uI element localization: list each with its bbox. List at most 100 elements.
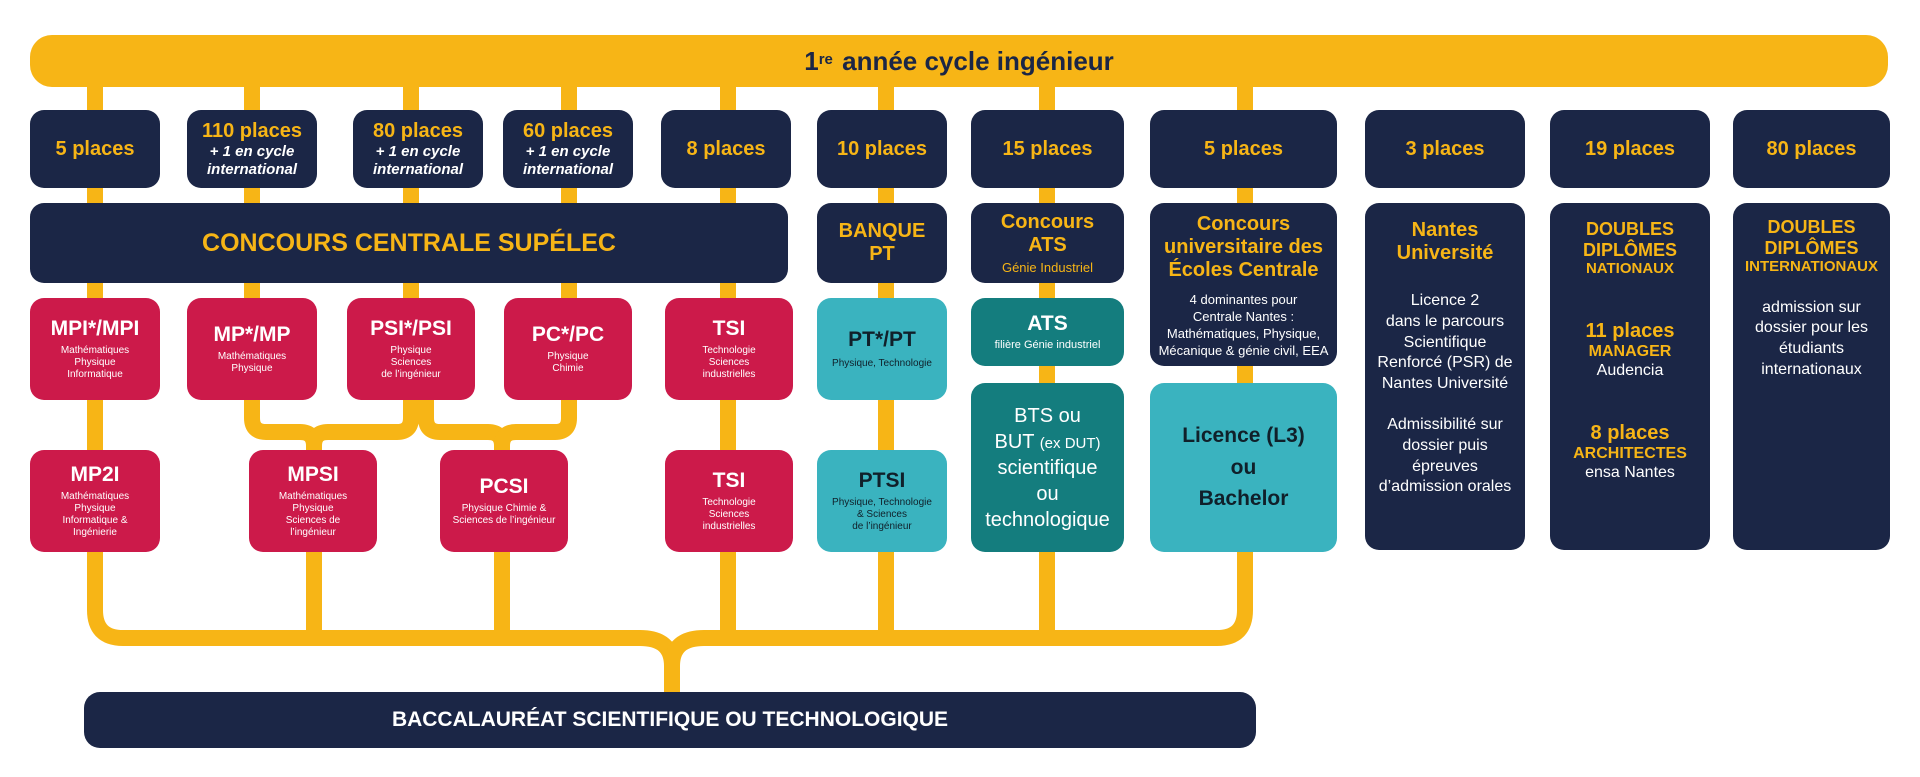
nantes-line2: dossier puis (1402, 436, 1488, 454)
title-sup: re (818, 50, 833, 68)
cpge-name: PT*/PT (848, 327, 916, 351)
places-sub: international (522, 160, 613, 178)
ats-name: ATS (1027, 311, 1068, 335)
nantes-line2: d’admission orales (1378, 478, 1512, 496)
places-box-nantes: 3 places (1365, 110, 1525, 188)
ats-detail: filière Génie industriel (994, 338, 1101, 351)
ats-line2: ATS (1028, 233, 1067, 256)
cpge-pt: PT*/PT Physique, Technologie (817, 298, 947, 400)
places-box-pc: 60 places + 1 en cycle international (503, 110, 633, 188)
di-title2: DIPLÔMES (1764, 237, 1859, 258)
univ-desc1: 4 dominantes pour (1189, 292, 1298, 307)
places-sub: + 1 en cycle (375, 142, 461, 160)
dn-school2: ensa Nantes (1585, 464, 1675, 482)
places-value: 60 places (522, 119, 614, 142)
places-box-doubles-nat: 19 places (1550, 110, 1710, 188)
cpge-name: MP2I (70, 463, 120, 487)
dn-places1: 11 places (1585, 319, 1675, 342)
nantes-line: Licence 2 (1410, 292, 1480, 309)
places-box-univ: 5 places (1150, 110, 1337, 188)
cpge-name: MPI*/MPI (50, 317, 140, 341)
banque-line2: PT (869, 243, 895, 265)
title-prefix: 1 (804, 45, 819, 76)
bts-line5: technologique (985, 508, 1110, 531)
doubles-diplomes-internationaux: DOUBLES DIPLÔMES INTERNATIONAUX admissio… (1733, 203, 1890, 550)
places-value: 3 places (1405, 137, 1485, 160)
places-box-pt: 10 places (817, 110, 947, 188)
places-sub: international (206, 160, 297, 178)
bts-line4: ou (1036, 482, 1059, 505)
licence-bachelor: Licence (L3) ou Bachelor (1150, 383, 1337, 552)
cpge-detail: Physique, Technologie (832, 358, 932, 370)
dn-places2: 8 places (1590, 421, 1670, 444)
bts-line3: scientifique (997, 456, 1098, 479)
places-box-doubles-int: 80 places (1733, 110, 1890, 188)
places-box-tsi: 8 places (661, 110, 791, 188)
nantes-line: dans le parcours (1385, 312, 1505, 330)
baccalaureat-bar: BACCALAURÉAT SCIENTIFIQUE OU TECHNOLOGIQ… (84, 692, 1256, 748)
cpge-name: MPSI (287, 463, 339, 487)
nantes-line: Scientifique (1403, 333, 1487, 351)
places-box-psi: 80 places + 1 en cycle international (353, 110, 483, 188)
places-value: 8 places (686, 137, 766, 160)
doubles-diplomes-nationaux: DOUBLES DIPLÔMES NATIONAUX 11 places MAN… (1550, 203, 1710, 550)
nantes-line2: Admissibilité sur (1387, 415, 1503, 433)
places-value: 80 places (1766, 137, 1857, 160)
concours-ats: Concours ATS Génie Industriel (971, 203, 1124, 283)
univ-line1: Concours (1196, 213, 1291, 235)
bac-label: BACCALAURÉAT SCIENTIFIQUE OU TECHNOLOGIQ… (391, 708, 949, 731)
places-value: 5 places (55, 137, 135, 160)
places-value: 19 places (1584, 137, 1676, 160)
cpge-name: PSI*/PSI (370, 317, 452, 341)
di-line: étudiants (1779, 340, 1844, 358)
univ-desc4: Mécanique & génie civil, EEA (1158, 342, 1329, 358)
places-value: 110 places (201, 119, 303, 142)
ats-line1: Concours (1000, 210, 1095, 233)
places-box-mpi: 5 places (30, 110, 160, 188)
cpge-name: PTSI (858, 469, 906, 493)
ats-sub: Génie Industriel (1001, 259, 1094, 275)
univ-desc2: Centrale Nantes : (1192, 308, 1295, 324)
univ-desc3: Mathématiques, Physique, (1166, 325, 1321, 341)
dn-title1: DOUBLES (1585, 219, 1674, 239)
places-value: 5 places (1204, 137, 1283, 160)
banque-line1: BANQUE (838, 220, 926, 242)
dn-title3: NATIONAUX (1585, 260, 1675, 278)
bts-line1: BTS ou (1014, 404, 1081, 427)
ats-filiere: ATS filière Génie industriel (971, 298, 1124, 366)
nantes-title2: Université (1396, 242, 1494, 264)
places-box-ats: 15 places (971, 110, 1124, 188)
di-line: admission sur (1762, 298, 1861, 316)
dn-school1: Audencia (1596, 362, 1664, 380)
cpge-name: MP*/MP (213, 323, 291, 347)
places-value: 10 places (836, 137, 928, 160)
concours-universitaire: Concours universitaire des Écoles Centra… (1150, 203, 1337, 366)
places-sub: international (372, 160, 463, 178)
cpge-name: TSI (712, 317, 746, 341)
di-line: internationaux (1761, 361, 1862, 379)
di-title1: DOUBLES (1767, 217, 1856, 237)
bts-but: BTS ou BUT (ex DUT) scientifique ou tech… (971, 383, 1124, 552)
nantes-universite: Nantes Université Licence 2 dans le parc… (1365, 203, 1525, 550)
cpge-name: PC*/PC (531, 323, 605, 347)
di-line: dossier pour les (1755, 319, 1868, 337)
cpge-detail: Physique Chimie &Sciences de l’ingénieur (452, 502, 556, 526)
cpge-name: PCSI (479, 475, 529, 499)
licence-line1: Licence (L3) (1182, 424, 1305, 448)
